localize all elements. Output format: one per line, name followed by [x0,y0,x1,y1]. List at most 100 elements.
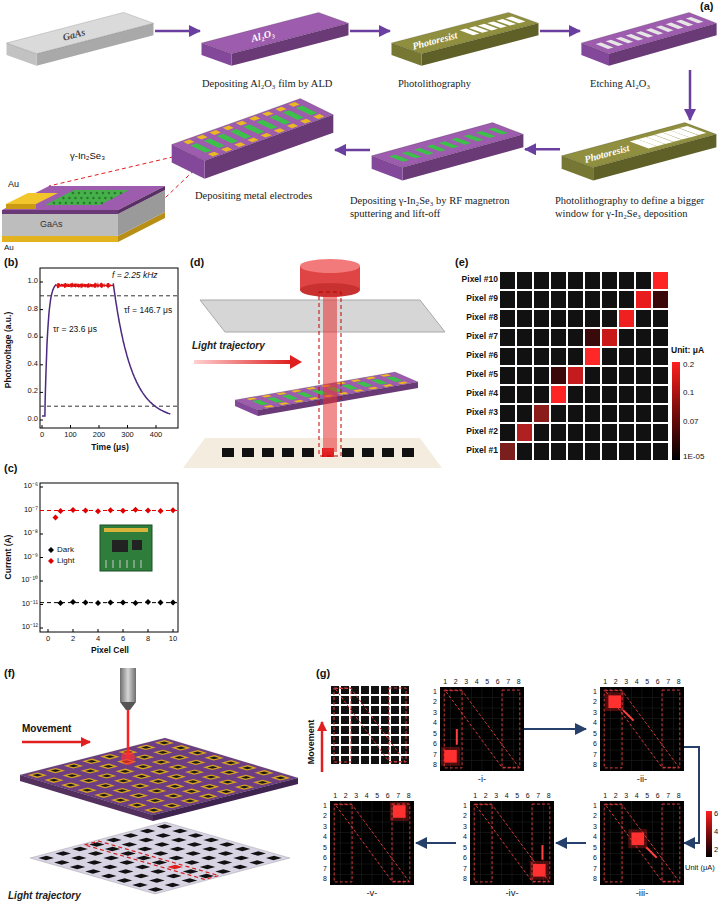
pixel-square [67,774,77,777]
slab-top [172,99,334,161]
lattice-atom [65,202,68,205]
pixel-square [119,860,135,864]
pixel-square [361,746,369,754]
pixel-square [371,756,379,764]
electrode-pad [249,116,260,121]
figure-label: 8 [463,875,467,883]
window [679,126,706,135]
data-point [95,508,101,514]
figure-label: 4 [593,719,597,727]
pixel-square [217,860,233,864]
lattice-atom [98,197,101,200]
figure-label: 8 [323,875,327,883]
electrode-pad [261,133,272,138]
wafer-slab [200,10,350,70]
heatmap-art [330,801,414,885]
plot-frame [40,483,178,632]
lattice-atom [78,192,81,195]
figure-label: 1.0 [28,277,38,286]
figure-label: 5 [515,792,519,800]
electrode-pad [217,789,237,794]
legend-marker [48,547,54,553]
pixel-square [341,736,349,744]
lattice-atom [72,192,75,195]
window [282,395,299,401]
electrode-pad [94,793,114,798]
heatmap-art [470,801,554,885]
data-point [145,508,151,514]
electrode-pad [247,138,258,143]
pixel-cell [500,424,515,441]
pixel-square [69,765,79,768]
pixel-square [218,851,234,855]
pixel-cell [636,348,651,365]
electrode-pad [100,754,120,759]
pixel-cell [636,291,651,308]
slab-top [7,12,154,53]
pixel-cell [517,272,532,289]
electrode-pad [383,384,394,387]
window [267,397,284,403]
data-point [108,599,114,605]
pixel-cell [500,348,515,365]
electrode-pad [81,768,101,773]
heatmap-art [600,801,684,885]
pixel-cell [568,291,583,308]
grid-line [330,864,414,865]
pixel-square [391,726,399,734]
n-trajectory-outline [475,805,549,882]
figure-label: 3 [323,823,327,831]
pixel-square [331,726,339,734]
pixel-square [176,746,186,749]
data-point [170,507,176,513]
figure-label: Unit (μA) [685,864,715,873]
electrode-pad [246,397,257,400]
electrode-pad [136,745,156,750]
electrode-pad [96,783,116,788]
pixel-cell [517,291,532,308]
pixel-square [331,706,339,714]
data-point [58,508,64,514]
light-source [300,283,360,297]
n-trajectory-outline [662,690,680,768]
figure-label: (g) [316,667,330,680]
process-arrow [335,149,370,152]
pixel-square [221,790,231,793]
figure-label: 0.8 [28,305,38,314]
pixel-square [233,856,249,860]
pixel-square [49,779,59,782]
figure-label: 6 [496,678,500,686]
pixel-square [103,765,113,768]
electrode-pad [150,769,170,774]
pixel-square [249,860,265,864]
pcb-inset [100,525,152,571]
window [488,128,508,135]
pixel-square [55,851,71,855]
data-point [58,600,64,606]
figure-label: 7 [593,865,597,873]
pixel-cell [500,386,515,403]
pixel-cell [585,272,600,289]
pixel-cell [568,348,583,365]
pixel-square [173,766,183,769]
pixel-square [361,756,369,764]
figure-label: 8 [593,875,597,883]
electrode-pad [183,779,202,784]
pixel-square [361,706,369,714]
pcb-trace [127,560,128,568]
electrode-pad [308,397,319,400]
figure-label: 1 [333,792,337,800]
pixel-cell [602,310,617,327]
axis-tick [73,629,74,632]
light-spot [608,695,621,708]
wafer-slab [580,10,718,70]
figure-label: Pixel #3 [466,408,498,418]
laser-beam [127,710,130,758]
grid-line [600,864,684,865]
pixel-square [171,838,187,842]
figure-label: 1 [603,678,607,686]
electrode-pad [182,789,201,794]
pixel-square [156,761,166,764]
grid-line [440,729,524,730]
pixel-square [87,860,103,864]
